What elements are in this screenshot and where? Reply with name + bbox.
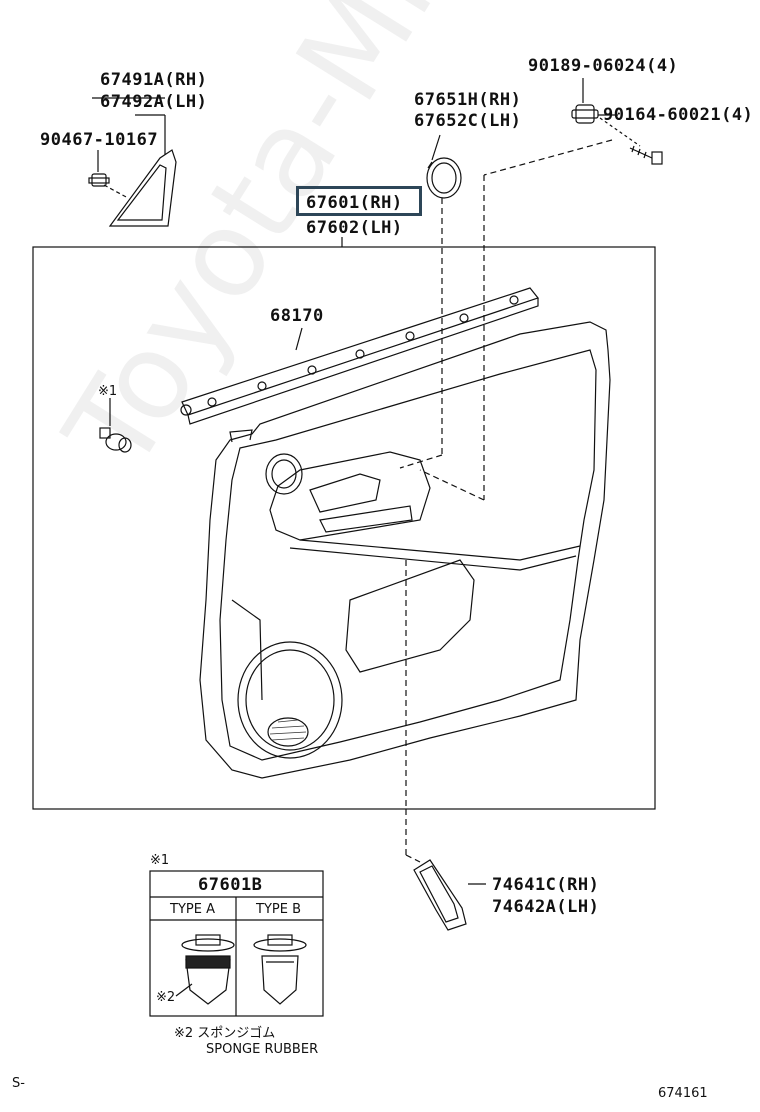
pull-handle-lh-label: 74642A(LH) [492, 897, 600, 917]
clip-box-title: 67601B [198, 875, 263, 895]
clip-type-b-drawing [253, 934, 307, 1005]
door-panel-drawing [199, 321, 611, 779]
clip-nut-drawing [571, 104, 599, 124]
corner-trim-drawing [92, 97, 177, 227]
highlight-box [296, 186, 422, 216]
corner-screw-drawing [88, 173, 110, 187]
bezel-drawing [426, 157, 462, 199]
footnote-en: SPONGE RUBBER [206, 1042, 319, 1057]
footer-left: S- [12, 1076, 25, 1091]
weatherstrip-label: 68170 [270, 306, 324, 326]
clip-type-a-drawing [181, 934, 235, 1005]
bezel-rh-label: 67651H(RH) [414, 90, 522, 110]
corner-trim-rh-label: 67491A(RH) [100, 70, 208, 90]
panel-rh-label: 67601(RH) [306, 193, 403, 213]
panel-clip-note: ※1 [98, 384, 118, 399]
panel-lh-label: 67602(LH) [306, 218, 403, 238]
screw-label: 90164-60021(4) [603, 105, 754, 125]
corner-trim-lh-label: 67492A(LH) [100, 92, 208, 112]
sponge-note: ※2 [156, 990, 176, 1005]
footer-right: 674161 [658, 1086, 708, 1101]
bezel-lh-label: 67652C(LH) [414, 111, 522, 131]
screw-drawing [629, 145, 663, 165]
corner-screw-label: 90467-10167 [40, 130, 159, 150]
clip-type-a-label: TYPE A [170, 902, 215, 917]
footnote-jp: ※2 スポンジゴム [174, 1026, 276, 1041]
clip-type-b-label: TYPE B [256, 902, 301, 917]
panel-frame [32, 246, 656, 810]
pull-handle-drawing [413, 859, 467, 931]
weatherstrip-drawing [180, 287, 540, 425]
panel-clip-drawing [99, 427, 132, 453]
clip-nut-label: 90189-06024(4) [528, 56, 679, 76]
pull-handle-rh-label: 74641C(RH) [492, 875, 600, 895]
clip-box-note: ※1 [150, 853, 170, 868]
speaker-grille [269, 719, 307, 741]
